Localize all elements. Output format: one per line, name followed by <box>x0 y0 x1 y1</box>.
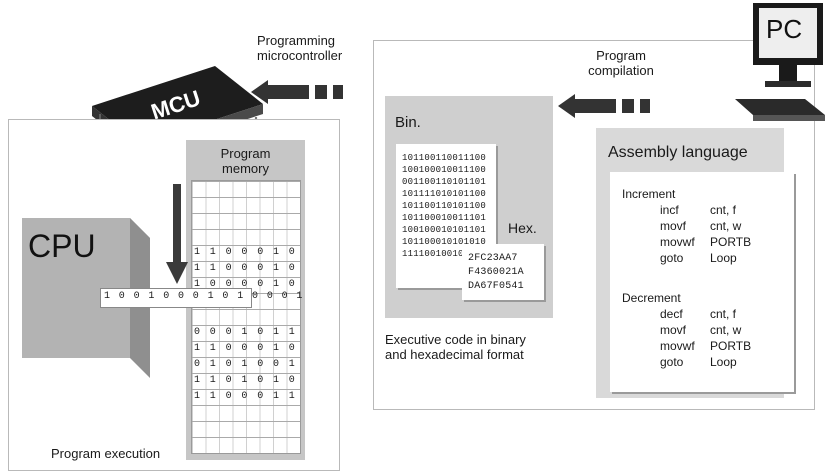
bin-label: Bin. <box>395 114 421 131</box>
executable-code-caption: Executive code in binary and hexadecimal… <box>385 332 526 362</box>
programming-label: Programming microcontroller <box>257 33 343 63</box>
assembly-title: Assembly language <box>608 144 748 161</box>
cpu-instruction-bar <box>100 288 252 308</box>
increment-label: Increment <box>622 187 676 201</box>
memory-row: 1 1 0 0 0 1 0 1 0 1 0 0 1 0 <box>194 343 300 354</box>
compilation-arrow <box>558 94 654 118</box>
program-memory-title: Program memory <box>220 146 271 176</box>
memory-row: 1 1 0 0 0 1 0 0 0 1 0 0 0 1 <box>194 263 300 274</box>
memory-row: 1 1 0 1 0 1 0 1 0 1 0 0 1 0 <box>194 375 300 386</box>
decrement-label: Decrement <box>622 291 681 305</box>
memory-grid: 1 1 0 0 0 1 0 1 1 0 1 0 1 1 1 1 0 0 0 1 … <box>191 180 301 454</box>
program-execution-label: Program execution <box>51 446 161 461</box>
hex-label: Hex. <box>508 220 537 236</box>
memory-row: 0 1 0 1 0 0 1 1 0 0 1 0 1 0 <box>194 359 300 370</box>
memory-row: 1 0 0 0 0 1 0 1 0 0 1 0 1 0 <box>194 279 300 290</box>
memory-row: 1 1 0 0 0 1 0 1 1 0 1 0 1 1 <box>194 247 300 258</box>
pc-label: PC <box>766 14 803 44</box>
pc-monitor-icon <box>735 3 825 121</box>
program-memory: Program memory 1 1 0 0 0 1 0 1 1 0 1 0 1… <box>186 140 305 460</box>
memory-row: 1 1 0 0 0 1 1 0 1 0 1 0 1 0 <box>194 391 300 402</box>
compilation-label: Program compilation <box>588 48 654 78</box>
fetch-arrow <box>166 184 188 284</box>
memory-row: 0 0 0 1 0 1 1 1 0 0 1 0 0 1 <box>194 327 300 338</box>
cpu-label: CPU <box>28 228 96 264</box>
cpu-instruction: 1 0 0 1 0 0 0 1 0 1 0 0 0 1 <box>104 291 304 302</box>
programming-arrow <box>251 80 347 104</box>
